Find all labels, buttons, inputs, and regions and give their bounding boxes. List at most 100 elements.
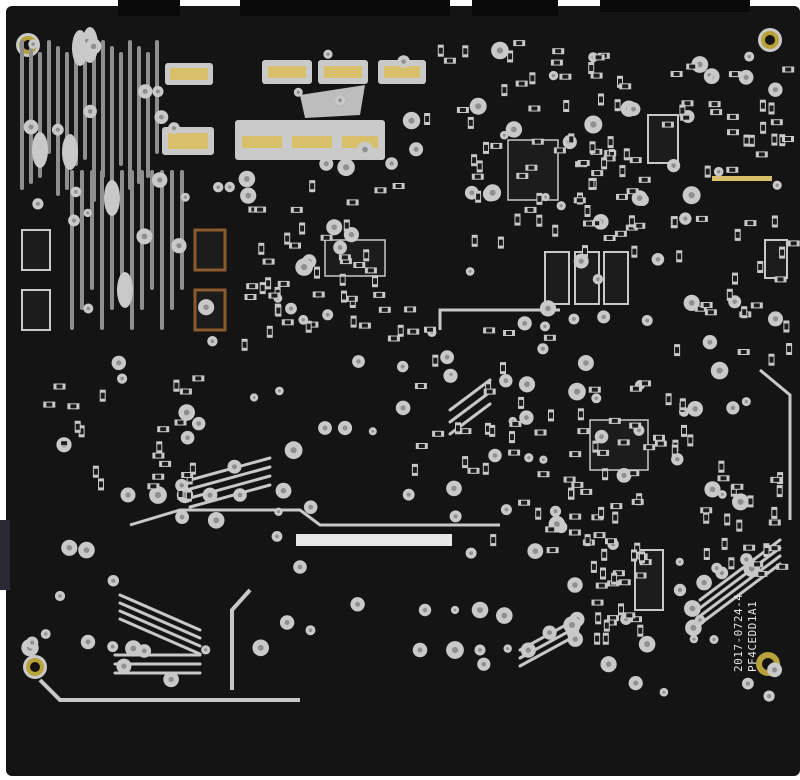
smd-body <box>606 156 613 161</box>
smd-body <box>680 401 685 408</box>
heatsink-fin <box>92 52 96 202</box>
via-hole <box>532 548 539 554</box>
via-hole <box>31 42 35 46</box>
smd-body <box>425 116 430 122</box>
smd-body <box>683 115 690 120</box>
smd-body <box>46 402 53 407</box>
via-hole <box>645 318 650 323</box>
smd-body <box>578 411 583 418</box>
smd-body <box>377 188 384 193</box>
smd-body <box>777 277 784 282</box>
smd-body <box>79 428 84 435</box>
via-hole <box>503 378 509 384</box>
via-hole <box>183 409 190 416</box>
heatsink-pin <box>104 180 120 216</box>
smd-body <box>608 139 613 146</box>
smd-body <box>746 545 753 550</box>
via-hole <box>698 618 702 622</box>
smd-body <box>583 248 587 255</box>
smd-body <box>754 562 761 567</box>
smd-body <box>546 335 553 340</box>
smd-body <box>585 208 590 214</box>
via-hole <box>110 644 115 649</box>
via-hole <box>413 146 419 152</box>
via-hole <box>506 647 510 651</box>
via-hole <box>692 406 698 412</box>
smd-body <box>784 323 789 330</box>
smd-body <box>730 130 736 135</box>
smd-body <box>490 427 495 434</box>
smd-body <box>501 365 505 372</box>
via-hole <box>551 74 556 78</box>
via-hole <box>547 630 553 636</box>
via-hole <box>44 632 48 636</box>
via-hole <box>714 566 719 570</box>
smd-body <box>731 487 736 494</box>
via-hole <box>232 464 237 470</box>
smd-body <box>412 466 417 473</box>
smd-body <box>593 221 600 226</box>
smd-body <box>748 498 753 505</box>
smd-body <box>266 280 271 287</box>
via-hole <box>573 388 581 395</box>
via-hole <box>772 87 778 93</box>
via-hole <box>662 690 666 694</box>
smd-body <box>474 174 481 179</box>
smd-body <box>493 143 500 148</box>
smd-body <box>157 444 162 451</box>
smd-body <box>99 481 103 488</box>
trace <box>129 508 500 527</box>
smd-body <box>629 218 634 225</box>
smd-body <box>566 477 573 482</box>
via-hole <box>74 190 78 194</box>
via-hole <box>297 564 303 570</box>
heatsink-fin <box>90 170 94 290</box>
via-hole <box>30 640 35 645</box>
smd-body <box>407 307 414 312</box>
heatsink-fin <box>128 40 132 190</box>
via-hole <box>719 570 724 576</box>
smd-body <box>771 546 778 551</box>
silkscreen-bar <box>296 534 452 546</box>
trace <box>230 588 252 690</box>
smd-body <box>740 350 747 354</box>
smd-body <box>604 622 609 629</box>
smd-body <box>622 84 629 89</box>
smd-body <box>596 615 601 622</box>
smd-components <box>43 40 800 645</box>
smd-body <box>785 137 791 141</box>
smd-body <box>632 552 636 559</box>
smd-body <box>785 67 792 72</box>
smd-body <box>491 537 496 544</box>
smd-body <box>675 347 680 354</box>
via-hole <box>86 306 91 311</box>
via-hole <box>277 389 281 393</box>
via-hole <box>85 639 91 645</box>
via-hole <box>709 486 716 493</box>
smd-body <box>477 163 482 170</box>
side-cable <box>0 520 10 590</box>
smd-body <box>285 235 290 242</box>
smd-body <box>599 509 604 516</box>
smd-body <box>549 548 556 553</box>
via-hole <box>204 648 208 652</box>
heatsink-fin <box>83 46 87 160</box>
via-hole <box>308 628 313 632</box>
smd-body <box>628 225 635 230</box>
via-hole <box>406 492 411 497</box>
via-hole <box>401 59 406 64</box>
via-hole <box>111 578 116 583</box>
via-hole <box>744 557 749 562</box>
via-hole <box>176 243 182 249</box>
smd-body <box>341 255 348 260</box>
via-hole <box>301 264 308 271</box>
smd-body <box>553 60 560 65</box>
via-hole <box>216 185 220 189</box>
via-hole <box>237 492 243 498</box>
via-hole <box>637 428 641 433</box>
smd-body <box>656 435 662 440</box>
smd-body <box>342 259 349 264</box>
via-hole <box>578 258 584 264</box>
smd-body <box>603 635 608 642</box>
smd-body <box>519 173 526 178</box>
